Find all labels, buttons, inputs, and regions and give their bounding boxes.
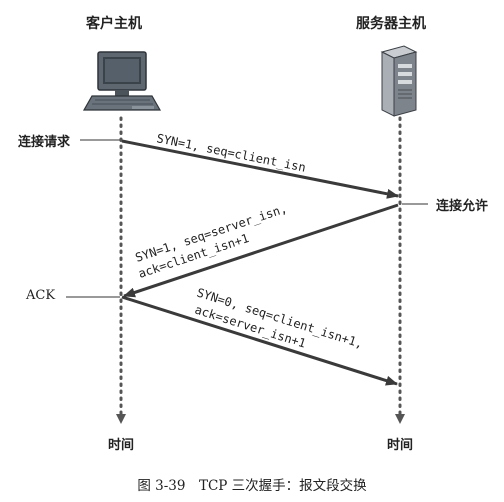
figure-caption: 图 3-39 TCP 三次握手：报文段交换 xyxy=(137,478,367,494)
synack-segment-arrow xyxy=(123,203,399,298)
server-tower-icon xyxy=(380,45,418,117)
client-host-title: 客户主机 xyxy=(86,16,142,32)
ack-segment-arrow xyxy=(121,295,398,386)
syn-segment-arrow xyxy=(121,139,399,199)
client-time-label: 时间 xyxy=(108,438,135,453)
connection-granted-label: 连接允许 xyxy=(436,199,489,214)
server-host-title: 服务器主机 xyxy=(356,16,426,32)
server-time-arrow-icon xyxy=(395,414,405,424)
connection-request-label: 连接请求 xyxy=(18,135,71,150)
client-time-arrow-icon xyxy=(116,414,126,424)
ack-label: ACK xyxy=(26,288,56,303)
client-computer-icon xyxy=(82,51,162,111)
server-time-label: 时间 xyxy=(387,438,414,453)
